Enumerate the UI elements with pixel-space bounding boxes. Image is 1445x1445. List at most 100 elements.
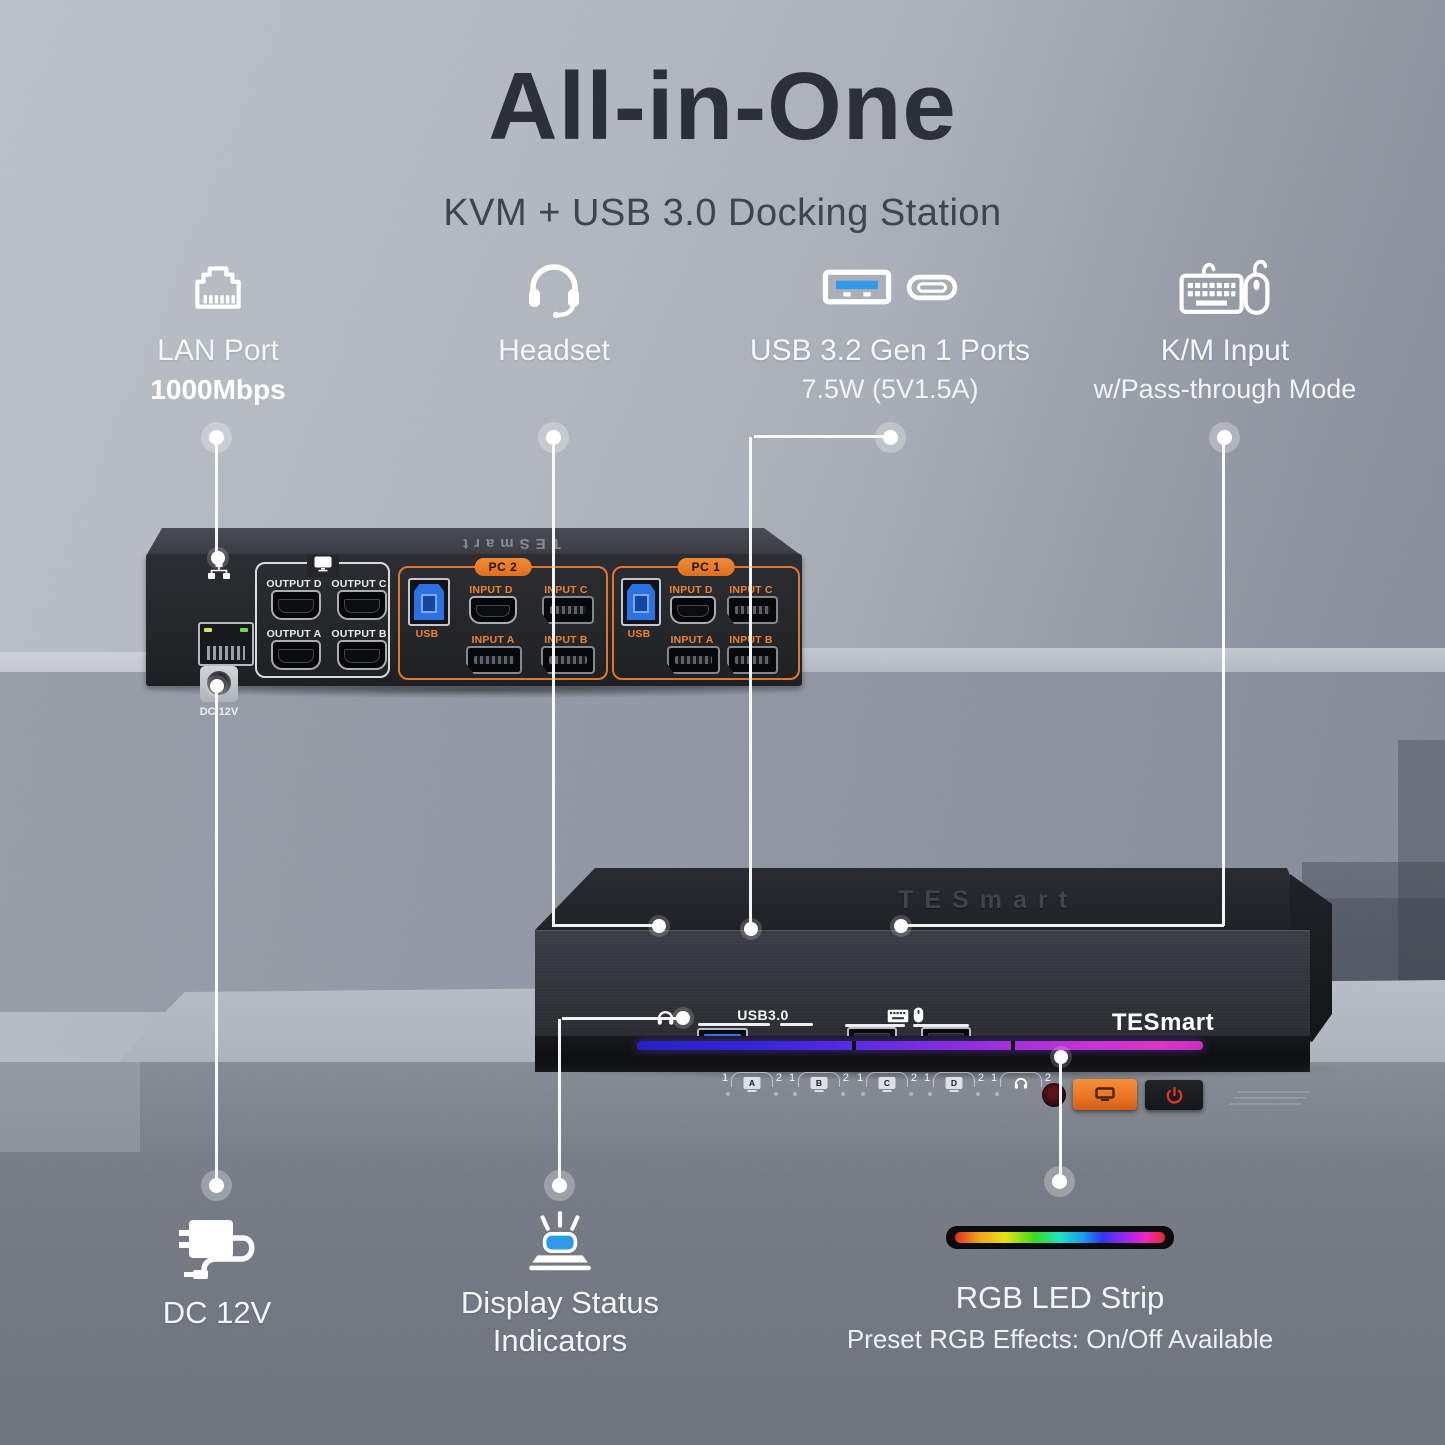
- kvm-switch-rear: TESmart DC 12V OUTPUT D OUTPUT C OUTPUT …: [140, 520, 808, 718]
- usb30-label: USB3.0: [737, 1007, 789, 1023]
- display-feature-line1: Display Status: [460, 1285, 660, 1320]
- rgb-led-strip: [637, 1041, 1203, 1050]
- usb30-underline-left: [698, 1023, 770, 1026]
- led-strip-gap: [852, 1041, 857, 1050]
- pc1-badge: PC 1: [677, 558, 735, 576]
- usb-a-icon: [822, 269, 892, 305]
- hdmi-output-a[interactable]: [271, 640, 321, 670]
- rgb-gradient-bar: [955, 1232, 1165, 1243]
- port-label: INPUT D: [469, 584, 513, 596]
- feature-lan-subtitle: 1000Mbps: [150, 374, 286, 405]
- indicator-digit: 2: [1044, 1072, 1051, 1084]
- monitor-button-icon: [1095, 1087, 1115, 1101]
- pc2-usb-b-port[interactable]: [408, 578, 450, 626]
- indicator-digit: 2: [842, 1072, 849, 1084]
- callout-dot-usb-device: [744, 922, 758, 936]
- callout-dot-lan-label: [209, 430, 224, 445]
- concrete-bottom-left-band: [0, 1062, 140, 1152]
- indicator-digit: 2: [910, 1072, 917, 1084]
- indicator-digit: 1: [924, 1072, 931, 1084]
- feature-lan-title: LAN Port: [157, 334, 279, 367]
- pc1-usb-b-port[interactable]: [621, 578, 661, 626]
- pc2-hdmi-input-d[interactable]: [469, 596, 517, 624]
- callout-line-display-h: [562, 1017, 678, 1020]
- pc2-dp-input-a[interactable]: [466, 646, 522, 674]
- pc1-hdmi-input-d[interactable]: [670, 596, 716, 624]
- feature-headset-title: Headset: [498, 334, 610, 367]
- headset-icon: [529, 264, 579, 318]
- feature-km-input: K/M Input w/Pass-through Mode: [1035, 254, 1415, 405]
- feature-km-subtitle: w/Pass-through Mode: [1093, 374, 1357, 404]
- output-group-box: OUTPUT D OUTPUT C OUTPUT A OUTPUT B: [255, 555, 390, 678]
- pc2-dp-input-c[interactable]: [542, 596, 594, 624]
- port-label: INPUT B: [544, 634, 588, 646]
- callout-line-km-h: [902, 924, 1224, 927]
- kvm-brand-logo: TESmart: [457, 535, 561, 552]
- pc2-usb-label: USB: [415, 628, 439, 640]
- keyboard-small-icon: [887, 1009, 909, 1023]
- display-feature-line2: Indicators: [492, 1323, 628, 1359]
- usb-c-icon: [906, 274, 958, 300]
- port-label: INPUT C: [544, 584, 588, 596]
- feature-display-status: Display Status Indicators: [420, 1208, 700, 1361]
- dc-jack-label: DC 12V: [199, 706, 239, 718]
- page-title: All-in-One: [488, 53, 957, 160]
- callout-dot-lan-device: [211, 551, 225, 565]
- callout-line-usb-h: [754, 435, 886, 438]
- lan-port-icon: [195, 266, 241, 309]
- callout-dot-usb-label: [883, 430, 898, 445]
- usb30-underline-right: [780, 1023, 813, 1026]
- dock-brand-logo: TESmart: [1111, 1009, 1215, 1036]
- lan-port-rj45[interactable]: [198, 622, 254, 666]
- hdmi-output-d[interactable]: [271, 590, 321, 620]
- port-label: INPUT A: [670, 634, 714, 646]
- port-label: OUTPUT D: [266, 578, 322, 590]
- ledge-top-right: [790, 648, 1445, 672]
- callout-line-usb-v: [749, 437, 752, 927]
- feature-km-title: K/M Input: [1160, 334, 1290, 367]
- pc1-dp-input-a[interactable]: [667, 646, 720, 674]
- feature-dc-12v: DC 12V: [107, 1206, 327, 1332]
- rgb-feature-title: RGB LED Strip: [955, 1280, 1165, 1315]
- port-label: INPUT D: [669, 584, 713, 596]
- indicator-digit: 1: [722, 1072, 729, 1084]
- indicator-group-b: 1 B 2: [789, 1071, 849, 1105]
- callout-dot-km-label: [1217, 430, 1232, 445]
- hdmi-output-b[interactable]: [337, 640, 387, 670]
- dock-embossed-logo: TESmart: [898, 886, 1078, 914]
- pc1-group-box: PC 1 USB INPUT D INPUT C INPUT A INPUT B: [612, 558, 800, 680]
- indicator-chip: B: [810, 1077, 828, 1092]
- pc2-group-box: PC 2 USB INPUT D INPUT C INPUT A INPUT B: [398, 558, 608, 680]
- hdmi-output-c[interactable]: [337, 590, 387, 620]
- power-button[interactable]: [1145, 1080, 1203, 1110]
- callout-dot-rgb-device: [1054, 1050, 1068, 1064]
- dock-front-panel: USB3.0 1 A 2 1 B: [535, 930, 1311, 1110]
- callout-dot-display-device: [676, 1011, 690, 1025]
- callout-line-km-v: [1222, 444, 1225, 926]
- status-light-icon: [529, 1211, 591, 1271]
- dc-feature-label: DC 12V: [162, 1295, 272, 1330]
- pc1-dp-input-b[interactable]: [727, 646, 778, 674]
- keyboard-mouse-icon: [1179, 259, 1270, 315]
- pc1-dp-input-c[interactable]: [727, 596, 778, 624]
- callout-dot-dc-device: [210, 679, 224, 693]
- callout-dot-display-label: [552, 1178, 567, 1193]
- indicator-group-d: 1 D 2: [924, 1071, 984, 1105]
- page-subtitle: KVM + USB 3.0 Docking Station: [443, 192, 1002, 234]
- headphone-indicator-icon: [1014, 1077, 1028, 1089]
- callout-line-rgb: [1059, 1063, 1062, 1176]
- feature-usb-subtitle: 7.5W (5V1.5A): [801, 374, 979, 404]
- pc2-dp-input-b[interactable]: [541, 646, 595, 674]
- callout-dot-km-device: [894, 919, 908, 933]
- feature-usb-title: USB 3.2 Gen 1 Ports: [749, 334, 1031, 367]
- display-switch-button[interactable]: [1073, 1079, 1137, 1110]
- indicator-chip: A: [743, 1077, 761, 1092]
- pc1-usb-label: USB: [627, 628, 651, 640]
- port-label: OUTPUT B: [331, 628, 387, 640]
- mouse-small-icon: [913, 1007, 924, 1023]
- power-icon: [1166, 1086, 1182, 1104]
- indicator-group-headset: 1 2: [991, 1071, 1051, 1105]
- callout-line-display-v: [558, 1019, 561, 1180]
- port-label: OUTPUT A: [266, 628, 322, 640]
- callout-dot-headset-device: [652, 919, 666, 933]
